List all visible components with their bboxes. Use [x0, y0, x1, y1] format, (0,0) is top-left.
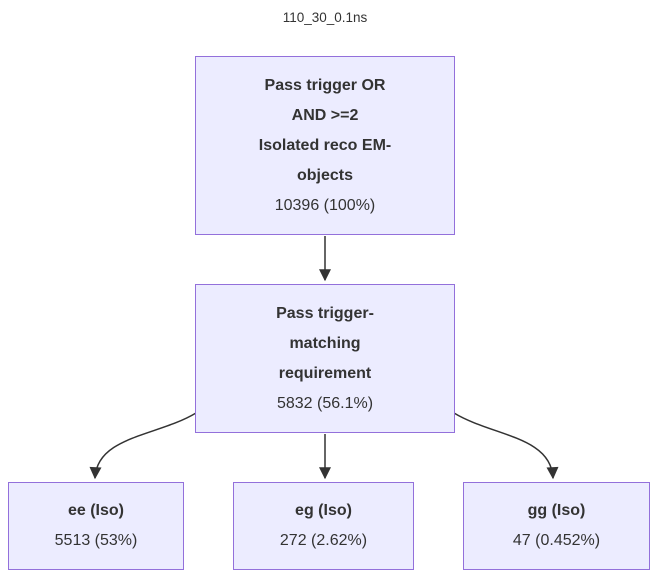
node-label: gg (Iso) [527, 502, 586, 519]
node-count: 47 (0.452%) [512, 532, 601, 549]
node-ee-iso: ee (Iso) 5513 (53%) [8, 482, 184, 570]
node-count: 5832 (56.1%) [276, 394, 374, 412]
diagram-title: 110_30_0.1ns [282, 10, 368, 25]
node-label: ee (Iso) [67, 502, 124, 519]
node-count: 10396 (100%) [274, 196, 376, 214]
node-count: 272 (2.62%) [279, 532, 368, 549]
node-label: Pass trigger OR AND >=2 Isolated reco EM… [258, 76, 392, 184]
edge-match-to-ee [89, 412, 197, 480]
node-count: 5513 (53%) [54, 532, 138, 549]
node-gg-iso: gg (Iso) 47 (0.452%) [463, 482, 650, 570]
node-label: Pass trigger- matching requirement [276, 304, 374, 382]
node-trigger-matching: Pass trigger- matching requirement 5832 … [195, 284, 455, 433]
edge-match-to-gg [453, 412, 559, 480]
node-label: eg (Iso) [295, 502, 352, 519]
node-eg-iso: eg (Iso) 272 (2.62%) [233, 482, 414, 570]
node-pass-trigger: Pass trigger OR AND >=2 Isolated reco EM… [195, 56, 455, 235]
